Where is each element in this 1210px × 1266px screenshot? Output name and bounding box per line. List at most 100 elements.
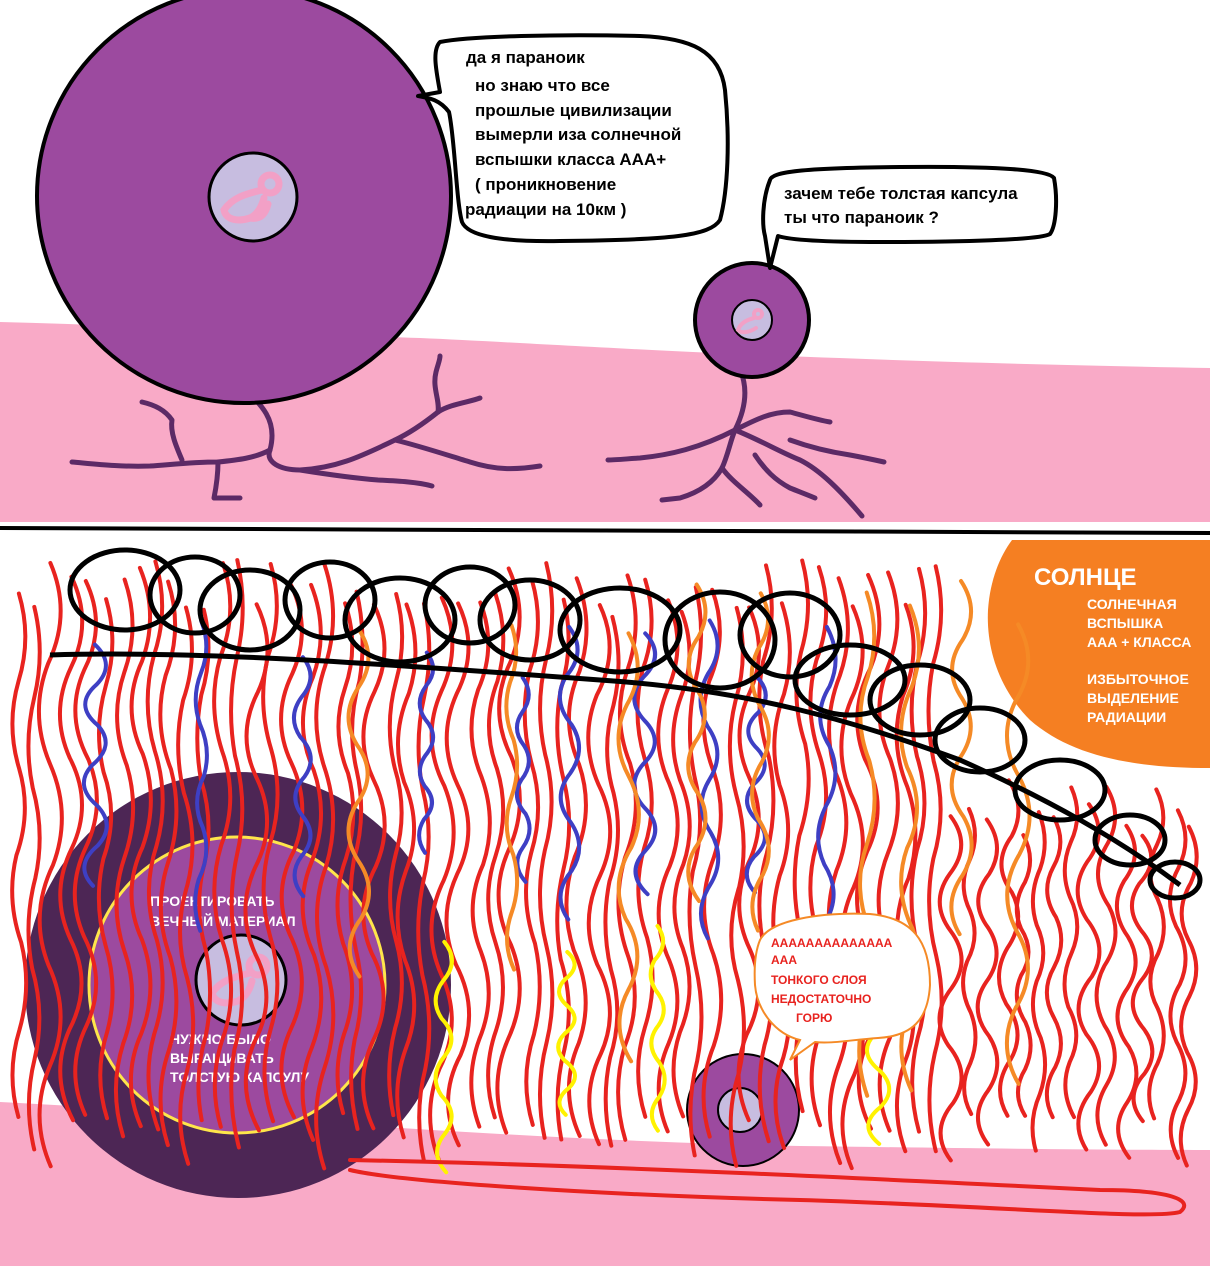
radiation-strand-red bbox=[538, 561, 555, 1140]
radiation-strand-red bbox=[701, 587, 724, 1139]
scream-line-4: НЕДОСТАТОЧНО bbox=[771, 992, 871, 1006]
radiation-strand-blue bbox=[82, 642, 109, 888]
radiation-strand-red bbox=[113, 577, 136, 1139]
bottom-panel: СОЛНЦЕ СОЛНЕЧНАЯ ВСПЫШКА ААА + КЛАССА ИЗ… bbox=[0, 540, 1210, 1266]
black-clouds bbox=[49, 547, 1203, 901]
radiation-strand-orange bbox=[504, 623, 520, 972]
radiation-strand-red bbox=[361, 602, 387, 1131]
radiation-strand-red bbox=[10, 591, 29, 1119]
radiation-strand-red bbox=[26, 604, 42, 1152]
radiation-strand-orange bbox=[346, 627, 371, 979]
scream-line-3: ТОНКОГО СЛОЯ bbox=[771, 973, 867, 987]
radiation-strand-red bbox=[671, 609, 692, 1119]
big-cell-speech-line-2: но знаю что все bbox=[475, 76, 610, 95]
radiation-strand-red bbox=[279, 583, 305, 1120]
radiation-strand-red bbox=[416, 601, 432, 1164]
radiation-strand-orange bbox=[749, 591, 771, 933]
small-cell-roots bbox=[605, 369, 887, 519]
radiation-strand-red bbox=[1115, 823, 1139, 1160]
radiation-strand-blue bbox=[417, 650, 436, 855]
radiation-strand-red bbox=[1014, 833, 1033, 1118]
sun-flare-line-1: СОЛНЕЧНАЯ bbox=[1087, 596, 1177, 612]
sun-radiation-line-3: РАДИАЦИИ bbox=[1087, 709, 1166, 725]
radiation-strand-red bbox=[486, 592, 506, 1120]
big-cell-embryo-icon bbox=[220, 171, 283, 224]
radiation-strand-red bbox=[603, 614, 621, 1148]
radiation-strand-red bbox=[771, 601, 792, 1150]
black-cloud-loop bbox=[737, 590, 843, 680]
sun-title: СОЛНЦЕ bbox=[1034, 564, 1137, 591]
radiation-strand-red bbox=[1075, 802, 1102, 1152]
big-cell-speech-line-5: вспышки класса ААА+ bbox=[475, 150, 666, 169]
small-cell-speech-bubble: зачем тебе толстая капсула ты что парано… bbox=[761, 164, 1059, 270]
radiation-strand-red bbox=[72, 579, 99, 1117]
small-cell bbox=[693, 261, 811, 379]
small-cell-speech-line-2: ты что параноик ? bbox=[784, 208, 939, 227]
panel-divider bbox=[0, 526, 1210, 535]
radiation-strand-red bbox=[1030, 810, 1048, 1153]
big-cell-speech-bubble: да я параноик но знаю что все прошлые ци… bbox=[416, 33, 730, 244]
radiation-strand-red bbox=[1129, 833, 1155, 1124]
radiation-strand-red bbox=[1094, 784, 1118, 1147]
radiation-strand-red bbox=[300, 582, 324, 1142]
radiation-strand-yellow bbox=[648, 924, 667, 1133]
radiation-strand-red bbox=[57, 574, 85, 1123]
ground-radiation-streak bbox=[348, 1158, 1187, 1217]
radiation-strand-red bbox=[894, 602, 918, 1154]
small-cell-speech-line-1: зачем тебе толстая капсула bbox=[784, 184, 1018, 203]
sun-flare-line-3: ААА + КЛАССА bbox=[1087, 634, 1191, 650]
black-cloud-loop bbox=[1012, 757, 1108, 823]
radiation-strand-blue bbox=[291, 655, 313, 899]
sun-flare-line-2: ВСПЫШКА bbox=[1087, 615, 1163, 631]
radiation-strand-red bbox=[96, 597, 115, 1121]
radiation-strand-red bbox=[937, 814, 964, 1163]
sun-radiation-line-2: ВЫДЕЛЕНИЕ bbox=[1087, 690, 1179, 706]
radiation-strand-red bbox=[444, 601, 471, 1148]
black-cloud-loop bbox=[1147, 859, 1203, 901]
black-cloud-loop bbox=[342, 575, 458, 665]
black-cloud-loop bbox=[557, 585, 683, 675]
sun-radiation-line-1: ИЗБЫТОЧНОЕ bbox=[1087, 671, 1189, 687]
radiation-strand-red bbox=[586, 603, 613, 1147]
thin-cell-scream-bubble: АААААААААААААА ААА ТОНКОГО СЛОЯ НЕДОСТАТ… bbox=[753, 912, 932, 1061]
radiation-strand-red bbox=[1062, 785, 1080, 1120]
big-cell bbox=[35, 0, 453, 405]
radiation-strand-orange bbox=[616, 631, 641, 1064]
black-cloud-base bbox=[49, 651, 1182, 888]
big-cell-speech-line-3: прошлые цивилизации bbox=[475, 101, 672, 120]
radiation-strand-red bbox=[348, 589, 365, 1131]
radiation-strand-blue bbox=[632, 631, 658, 897]
capsule-bottom-text-line-3: ТОЛСТУЮ КАПСУЛУ bbox=[170, 1069, 309, 1085]
radiation-strand-red bbox=[495, 566, 522, 1135]
capsule-top-text-line-1: ПРОЕКТИРОВАТЬ bbox=[150, 893, 274, 909]
radiation-strand-red bbox=[36, 561, 64, 1169]
radiation-strand-red bbox=[839, 604, 866, 1171]
big-cell-roots bbox=[69, 353, 543, 501]
radiation-strand-red bbox=[1167, 808, 1188, 1160]
radiation-strand-red bbox=[876, 570, 900, 1133]
black-cloud-loop bbox=[197, 567, 303, 653]
radiation-strand-red bbox=[335, 601, 356, 1116]
radiation-strand-red bbox=[158, 579, 179, 1148]
radiation-strand-orange bbox=[686, 582, 708, 903]
scream-line-1: АААААААААААААА bbox=[771, 936, 893, 950]
radiation-strand-blue bbox=[193, 618, 209, 933]
radiation-strand-yellow bbox=[556, 950, 577, 1117]
capsule-bottom-text-line-2: ВЫРАЩИВАТЬ bbox=[170, 1050, 274, 1066]
big-cell-speech-line-4: вымерли иза солнечной bbox=[475, 125, 681, 144]
black-cloud-loop bbox=[67, 547, 183, 633]
radiation-strand-red bbox=[314, 562, 336, 1171]
radiation-strand-red bbox=[428, 595, 456, 1166]
scream-line-2: ААА bbox=[771, 953, 797, 967]
black-cloud-loop bbox=[282, 559, 378, 641]
top-panel: да я параноик но знаю что все прошлые ци… bbox=[0, 0, 1210, 522]
black-cloud-loop bbox=[1092, 812, 1168, 868]
radiation-strand-red bbox=[1044, 815, 1064, 1120]
radiation-strand-red bbox=[1147, 787, 1166, 1121]
radiation-strand-red bbox=[469, 600, 492, 1129]
black-cloud-loop bbox=[662, 589, 778, 691]
big-cell-nucleus bbox=[207, 151, 299, 243]
scream-line-5: ГОРЮ bbox=[796, 1011, 832, 1025]
radiation-strand-red bbox=[176, 605, 196, 1166]
